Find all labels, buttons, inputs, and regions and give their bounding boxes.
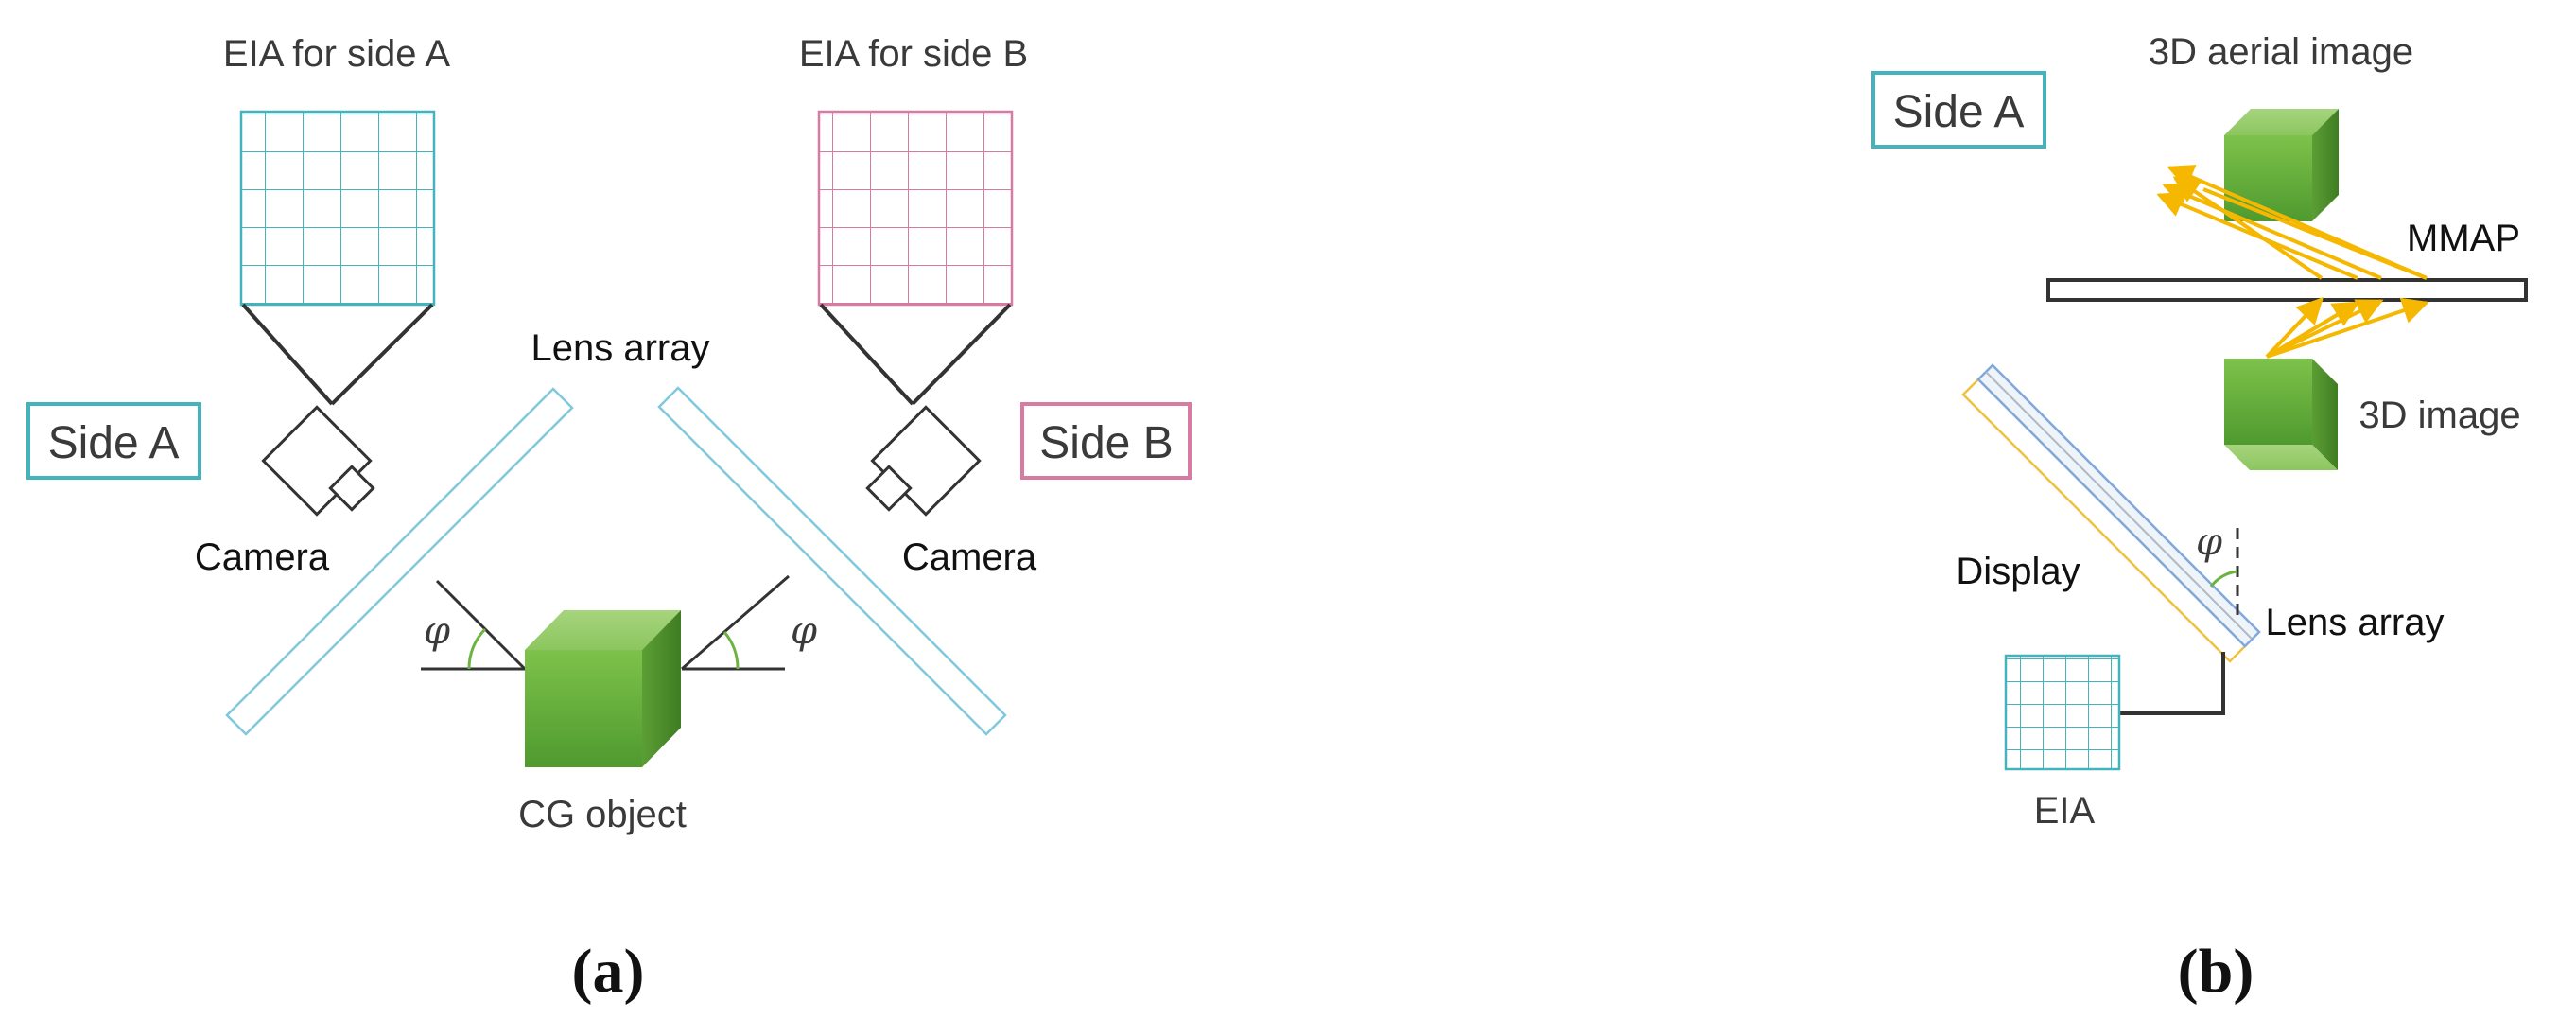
eia-side-a-label: EIA for side A: [223, 33, 450, 75]
panel-b-label: (b): [2178, 937, 2254, 1006]
angle-label-b: φ: [2196, 520, 2222, 564]
eia-grid-b: [2004, 654, 2121, 771]
eia-side-b-grid: [817, 110, 1014, 307]
panel-b: Side A 3D aerial image MMAP 3D image: [1871, 31, 2528, 1006]
angle-marker-b: φ: [2196, 520, 2239, 620]
eia-side-b-label: EIA for side B: [799, 33, 1028, 75]
angle-right-label: φ: [791, 609, 817, 653]
side-b-label: Side B: [1039, 418, 1173, 468]
angle-left-marker: φ: [421, 579, 527, 671]
panel-a: EIA for side A EIA for side B: [26, 33, 1192, 1006]
mmap-label: MMAP: [2407, 218, 2520, 259]
source-image-cube: [2224, 359, 2338, 470]
light-rays: [2156, 165, 2429, 359]
image-3d-label: 3D image: [2358, 395, 2520, 436]
aerial-image-label: 3D aerial image: [2149, 31, 2413, 73]
camera-left-icon: [261, 405, 375, 517]
lens-array-label: Lens array: [531, 327, 710, 369]
lens-array-left: [225, 387, 574, 736]
eia-b-projection-lines: [819, 303, 1012, 406]
angle-right-marker: φ: [681, 574, 817, 671]
camera-left-label: Camera: [195, 536, 330, 578]
side-a-label-b: Side A: [1893, 87, 2025, 137]
cg-object-cube: [525, 610, 681, 767]
panel-a-label: (a): [572, 937, 645, 1006]
aerial-image-cube: [2224, 109, 2339, 221]
angle-left-label: φ: [424, 609, 450, 653]
lens-array-label-b: Lens array: [2266, 602, 2445, 643]
side-b-box: Side B: [1020, 402, 1192, 480]
eia-side-a-grid: [239, 110, 436, 307]
side-a-label: Side A: [48, 418, 180, 468]
display-label: Display: [1956, 551, 2080, 592]
eia-a-projection-lines: [241, 303, 434, 406]
side-a-box: Side A: [26, 402, 201, 480]
cg-object-label: CG object: [518, 794, 687, 835]
lens-array-b: [1976, 363, 2261, 648]
camera-right-label: Camera: [902, 536, 1037, 578]
eia-connector-line: [2120, 652, 2225, 715]
side-a-box-b: Side A: [1871, 71, 2046, 149]
mmap-plate: [2046, 278, 2528, 302]
lens-array-right: [657, 386, 1007, 736]
camera-right-icon: [865, 405, 982, 517]
eia-label-b: EIA: [2034, 790, 2096, 832]
